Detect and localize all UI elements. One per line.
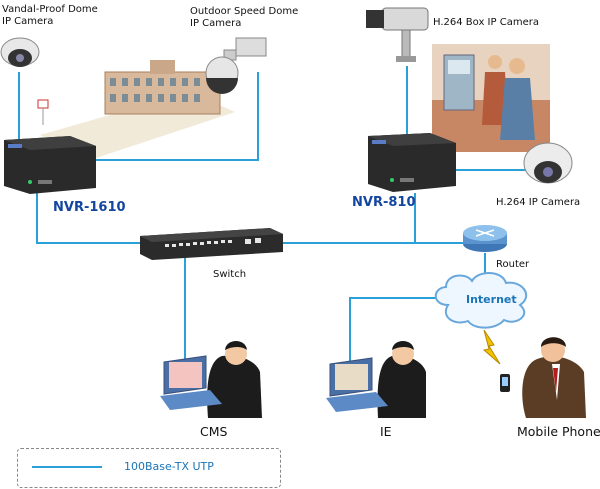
legend-utp-line (32, 466, 102, 468)
label-ie: IE (380, 424, 392, 439)
label-speed-dome-line1: Outdoor Speed Dome (190, 6, 299, 17)
box-camera (366, 7, 429, 62)
ie-workstation (326, 341, 426, 418)
label-router: Router (496, 259, 530, 270)
router-device (463, 225, 507, 252)
switch-device (140, 228, 283, 260)
wireless-lightning-icon (482, 329, 501, 365)
h264-dome-camera (523, 142, 573, 184)
label-h264-camera: H.264 IP Camera (496, 197, 581, 208)
link-nvr1610-switch (36, 192, 140, 244)
speed-dome-camera (205, 37, 267, 94)
link-internet-ie (349, 297, 445, 372)
label-cms: CMS (200, 424, 228, 439)
link-speeddome-nvr1610 (90, 72, 259, 161)
label-nvr-810: NVR-810 (352, 195, 416, 210)
legend: 100Base-TX UTP (17, 448, 281, 488)
label-vandal-dome-line1: Vandal-Proof Dome (2, 4, 98, 15)
atm-scene (432, 44, 550, 152)
cms-workstation (160, 341, 262, 418)
outdoor-scene (37, 60, 235, 160)
utp-links (18, 66, 527, 372)
vandal-dome-camera (0, 37, 40, 67)
label-switch: Switch (213, 269, 247, 280)
legend-utp-label: 100Base-TX UTP (124, 460, 214, 473)
nvr-1610 (4, 136, 96, 194)
label-nvr-1610: NVR-1610 (53, 200, 126, 215)
nvr-810 (368, 133, 456, 192)
label-mobile-phone: Mobile Phone (517, 424, 600, 439)
label-vandal-dome-line2: IP Camera (2, 16, 54, 27)
label-box-camera: H.264 Box IP Camera (433, 17, 539, 28)
label-speed-dome-line2: IP Camera (190, 18, 242, 29)
mobile-user (500, 337, 586, 418)
label-internet: Internet (466, 293, 517, 306)
internet-cloud (434, 272, 527, 329)
